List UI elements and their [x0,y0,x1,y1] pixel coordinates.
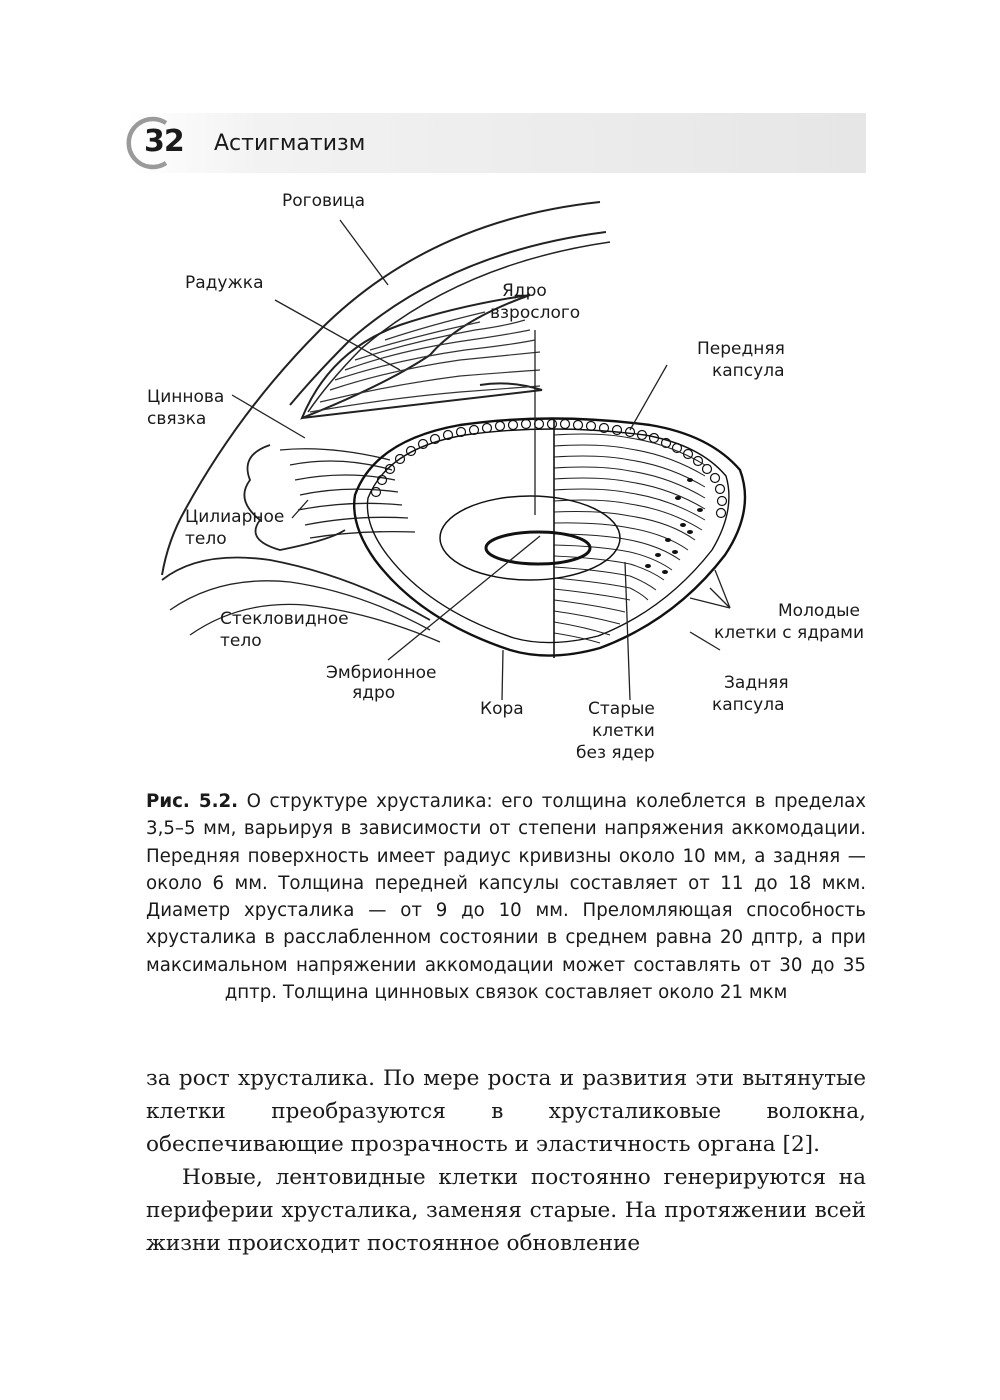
label-young-cells-1: Молодые [778,601,860,621]
zonule-fibers [279,448,416,539]
body-text: за рост хрусталика. По мере роста и разв… [146,1062,866,1260]
iris-texture [309,311,541,413]
lens-capsule-outline [353,417,747,657]
cornea-outer-curve [161,201,601,576]
running-title: Астигматизм [214,131,366,156]
vitreous-boundary-2 [169,580,431,631]
label-adult-nucleus-2: взрослого [490,303,580,323]
label-embryonic-nucleus-2: ядро [352,683,395,703]
label-zonule-2: связка [147,409,206,429]
body-paragraph-2: Новые, лентовидные клетки постоянно гене… [146,1165,866,1256]
page-number-arc-icon [126,116,168,170]
label-anterior-capsule-2: капсула [712,361,785,381]
label-zonule-1: Циннова [147,387,224,407]
caption-text: О структуре хрусталика: его толщина коле… [146,791,866,1004]
running-header-band [128,113,866,173]
label-embryonic-nucleus-1: Эмбрионное [326,663,437,683]
figure-caption: Рис. 5.2. О структуре хрусталика: его то… [146,788,866,1006]
label-cortex: Кора [480,699,524,719]
label-old-cells-3: без ядер [576,743,655,763]
leader-lines [231,219,731,701]
lens-fibers [554,433,706,644]
label-ciliary-body-2: тело [185,529,227,549]
label-vitreous-1: Стекловидное [220,609,349,629]
cornea-inner-curve-2 [307,241,611,413]
label-cornea: Роговица [282,191,365,211]
ciliary-body [243,444,346,551]
label-old-cells-1: Старые [588,699,655,719]
label-young-cells-2: клетки с ядрами [714,623,864,643]
vitreous-boundary-3 [189,603,441,643]
vitreous-boundary [161,556,431,621]
lens-diagram: Роговица Радужка Ядро взрослого Передняя… [147,191,864,763]
label-vitreous-2: тело [220,631,262,651]
embryonic-nucleus [484,530,592,566]
label-old-cells-2: клетки [592,721,655,741]
iris-body [300,294,543,420]
page-number: 32 [144,124,185,159]
label-posterior-capsule-1: Задняя [724,673,789,693]
adult-nucleus-ring [439,495,621,581]
cornea-inner-curve [289,231,607,406]
lens-structure-figure: Роговица Радужка Ядро взрослого Передняя… [130,180,870,780]
lens-capsule-inner [366,428,730,644]
fiber-nuclei [645,478,703,574]
caption-label: Рис. 5.2. [146,791,239,812]
epithelial-cells [370,418,728,519]
label-anterior-capsule-1: Передняя [697,339,785,359]
label-adult-nucleus-1: Ядро [502,281,547,301]
body-paragraph-1: за рост хрусталика. По мере роста и разв… [146,1066,866,1157]
label-ciliary-body-1: Цилиарное [185,507,284,527]
label-posterior-capsule-2: капсула [712,695,785,715]
label-iris: Радужка [185,273,263,293]
